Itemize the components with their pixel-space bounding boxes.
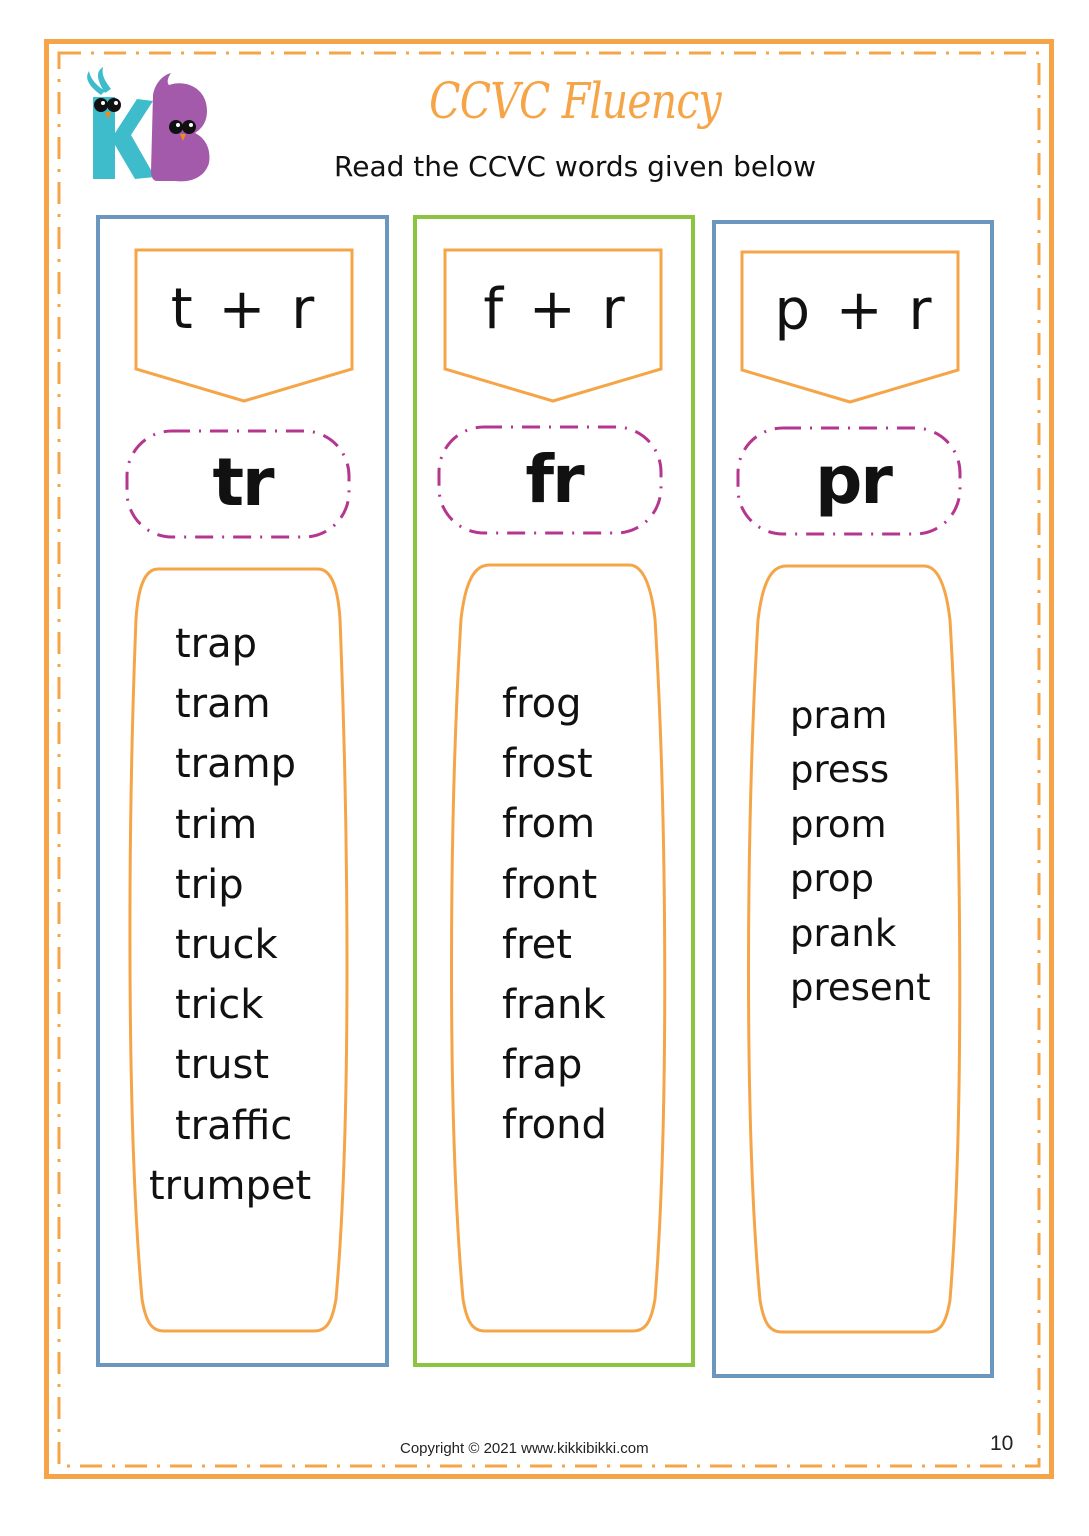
blend-label: p + r	[774, 278, 932, 343]
word-list: trap tram tramp trim trip truck trick tr…	[149, 614, 311, 1216]
word-item: frog	[502, 681, 582, 727]
digraph-label: fr	[525, 441, 584, 518]
word-item: front	[502, 861, 598, 908]
digraph-label: pr	[815, 442, 893, 519]
column-shapes	[437, 248, 667, 1333]
blend-label: f + r	[483, 277, 625, 342]
word-item: press	[790, 748, 890, 792]
word-item: fret	[502, 921, 572, 968]
column-shapes	[736, 250, 962, 1334]
word-item: prom	[790, 802, 887, 846]
blend-label: t + r	[170, 277, 315, 342]
word-item: trumpet	[149, 1162, 312, 1209]
word-item: traffic	[175, 1102, 293, 1149]
word-item: trick	[175, 982, 264, 1029]
word-item: frost	[502, 741, 593, 788]
page-title: CCVC Fluency	[429, 72, 721, 130]
copyright-notice: Copyright © 2021 www.kikkibikki.com	[400, 1440, 649, 1457]
word-item: frank	[502, 981, 606, 1028]
word-item: trap	[175, 621, 258, 667]
word-item: from	[502, 801, 596, 848]
column-shapes	[125, 248, 354, 1333]
word-item: prank	[790, 911, 897, 955]
word-item: trip	[175, 861, 244, 908]
word-item: trim	[175, 801, 258, 848]
blend-column-fr: f + r fr frog frost from front fret fran…	[413, 215, 695, 1367]
word-list: pram press prom prop prank present	[790, 689, 931, 1015]
instructions: Read the CCVC words given below	[334, 150, 816, 183]
word-list: frog frost from front fret frank frap fr…	[502, 674, 607, 1156]
page-border	[44, 39, 1054, 1479]
kikkibikki-logo-icon	[87, 67, 210, 182]
word-item: tram	[175, 681, 271, 728]
blend-column-tr: t + r tr trap tram tramp trim trip truck…	[96, 215, 389, 1367]
blend-column-pr: p + r pr pram press prom prop prank pres…	[712, 220, 994, 1378]
word-item: tramp	[175, 741, 296, 788]
word-item: frap	[502, 1042, 583, 1089]
page-number: 10	[990, 1432, 1014, 1455]
word-item: present	[790, 965, 931, 1009]
word-item: pram	[790, 694, 888, 737]
word-item: truck	[175, 921, 278, 968]
word-item: prop	[790, 857, 875, 901]
digraph-label: tr	[212, 444, 274, 521]
word-item: frond	[502, 1102, 607, 1149]
word-item: trust	[175, 1042, 270, 1089]
